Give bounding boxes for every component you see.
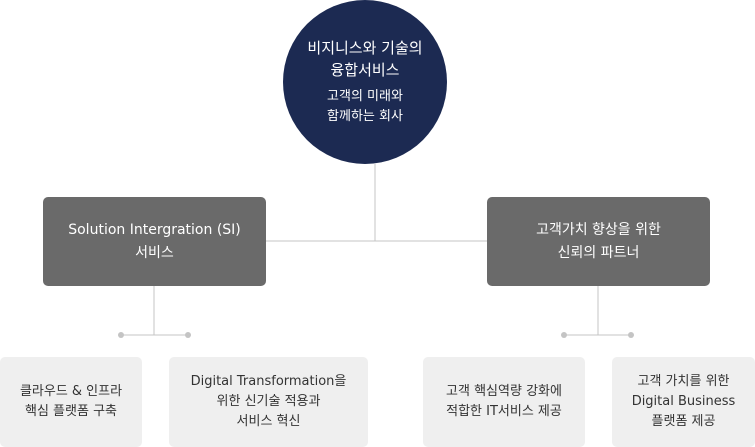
- center-circle: 비지니스와 기술의 융합서비스 고객의 미래와 함께하는 회사: [283, 0, 447, 164]
- digital-business-box: 고객 가치를 위한 Digital Business 플랫폼 제공: [612, 357, 755, 447]
- connector-dot: [118, 332, 124, 338]
- connector-dot: [628, 332, 634, 338]
- center-title: 비지니스와 기술의 융합서비스: [307, 39, 423, 79]
- digital-transformation-box: Digital Transformation을 위한 신기술 적용과 서비스 혁…: [169, 357, 368, 447]
- trusted-partner-box: 고객가치 향상을 위한 신뢰의 파트너: [487, 197, 710, 286]
- cloud-infra-box: 클라우드 & 인프라 핵심 플랫폼 구축: [0, 357, 142, 447]
- center-subtitle: 고객의 미래와 함께하는 회사: [327, 89, 403, 124]
- connector-dot: [185, 332, 191, 338]
- it-service-box: 고객 핵심역량 강화에 적합한 IT서비스 제공: [423, 357, 585, 447]
- si-service-box: Solution Intergration (SI) 서비스: [43, 197, 266, 286]
- connector-dot: [561, 332, 567, 338]
